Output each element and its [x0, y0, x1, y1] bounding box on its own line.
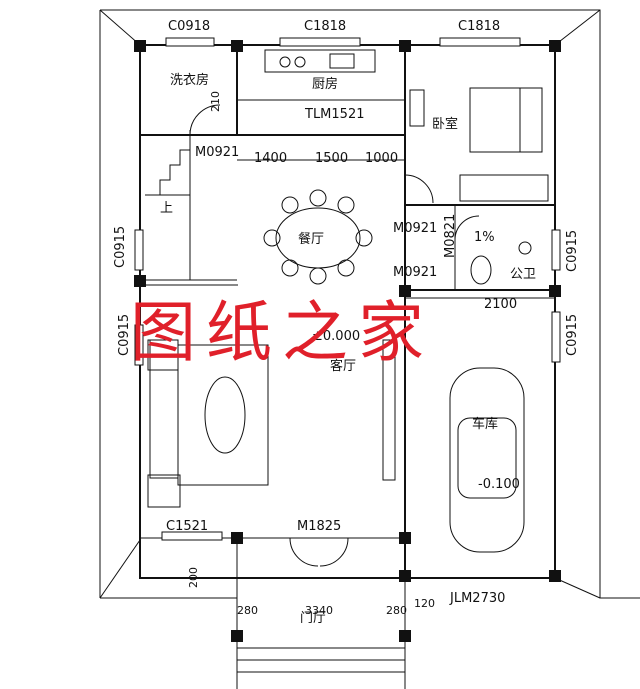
windows [134, 37, 561, 541]
stairs-up-mark: 上 [160, 201, 174, 216]
dim-porch-right: 280 [386, 604, 407, 617]
window-label-c1818-b: C1818 [458, 19, 501, 34]
room-bedroom: 卧室 [432, 117, 459, 132]
room-bathroom: 公卫 [510, 267, 537, 282]
window-label-c0918: C0918 [168, 19, 211, 34]
door-label-bath2: M0921 [393, 265, 438, 280]
dim-garage-gap: 120 [414, 597, 435, 610]
dim-porch-mid: 3340 [305, 604, 333, 617]
window-label-right-upper: C0915 [565, 229, 580, 272]
dim-garage-width: 2100 [484, 297, 518, 312]
eave-outline [99, 9, 640, 599]
door-label-kitchen: TLM1521 [305, 107, 365, 122]
room-garage: 车库 [472, 417, 499, 432]
slope-mark: 1% [474, 230, 495, 245]
porch [236, 538, 406, 689]
room-kitchen: 厨房 [312, 77, 339, 92]
door-label-garage: JLM2730 [450, 591, 506, 606]
stairs [145, 130, 238, 286]
room-living: 客厅 [330, 359, 357, 374]
door-label-laundry: M0921 [195, 145, 240, 160]
garage-level: -0.100 [478, 477, 520, 492]
door-label-bath: M0821 [443, 213, 458, 258]
dim-1500: 1500 [315, 151, 349, 166]
dim-1000: 1000 [365, 151, 399, 166]
dining-table [263, 189, 373, 285]
room-dining: 餐厅 [298, 232, 325, 247]
dim-porch-depth: 200 [187, 567, 200, 588]
window-label-right-lower: C0915 [565, 313, 580, 356]
door-label-bedroom: M0921 [393, 221, 438, 236]
car [449, 367, 525, 553]
room-laundry: 洗衣房 [170, 73, 210, 88]
kitchen-counter [264, 49, 376, 73]
dim-porch-left: 280 [237, 604, 258, 617]
window-label-c1818-a: C1818 [304, 19, 347, 34]
watermark: 图纸之家 [130, 294, 434, 371]
living-level: ±0.000 [312, 329, 361, 344]
door-label-main: M1825 [297, 519, 342, 534]
bathroom-fixtures [470, 241, 532, 285]
window-label-left-upper: C0915 [113, 225, 128, 268]
window-label-c1521: C1521 [166, 519, 209, 534]
bedroom-furniture [409, 87, 549, 202]
dim-1400: 1400 [254, 151, 288, 166]
room-foyer: 门厅 [300, 611, 327, 626]
laundry-dim: 210 [209, 91, 222, 112]
door-swings [189, 104, 480, 567]
living-furniture [147, 339, 396, 508]
